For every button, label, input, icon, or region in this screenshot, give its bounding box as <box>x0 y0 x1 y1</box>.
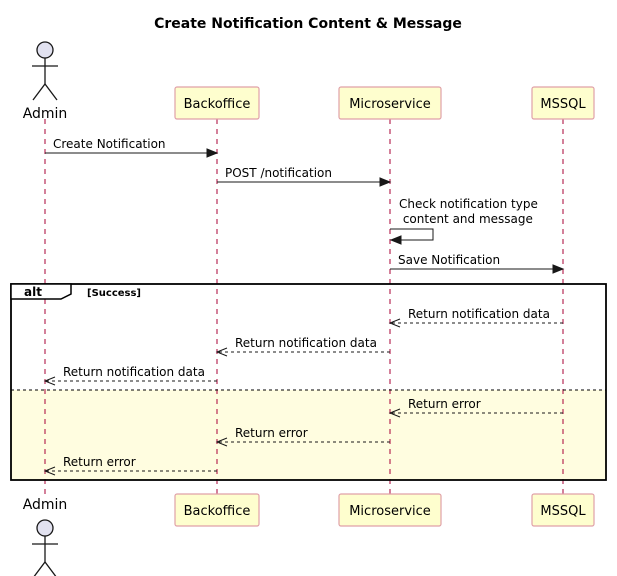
message-label: Return error <box>235 426 308 440</box>
message-label: Return error <box>408 397 481 411</box>
actor-legs <box>32 82 58 101</box>
arrowhead-icon <box>388 408 401 418</box>
else-section-fill <box>11 390 606 480</box>
participant-mssql-bottom: MSSQL <box>531 493 595 527</box>
participant-label: MSSQL <box>540 97 586 112</box>
message: Check notification type content and mess… <box>389 197 538 245</box>
message-label: content and message <box>399 212 533 226</box>
message-label: Check notification type <box>399 197 538 211</box>
alt-frame: alt [Success] <box>10 283 607 481</box>
participant-box <box>531 86 595 120</box>
participant-label: Backoffice <box>184 97 251 112</box>
alt-frame-border <box>10 283 607 481</box>
arrowhead-icon <box>388 318 401 328</box>
participant-microservice-bottom: Microservice <box>338 493 442 527</box>
participant-box <box>338 86 442 120</box>
actor-label: Admin <box>23 497 68 513</box>
actor-label: Admin <box>23 106 68 122</box>
participant-mssql-top: MSSQL <box>531 86 595 120</box>
message: Save Notification <box>390 253 565 274</box>
diagram-title: Create Notification Content & Message <box>154 16 462 32</box>
participant-box <box>338 493 442 527</box>
message: Return error <box>215 426 390 447</box>
actor-head-icon <box>36 519 54 537</box>
alt-label: alt <box>24 285 42 299</box>
actor-admin-top: Admin <box>23 41 68 122</box>
message: Return notification data <box>215 336 390 357</box>
actor-admin-bottom: Admin <box>23 497 68 576</box>
message: Return error <box>388 397 563 418</box>
participant-box <box>174 493 260 527</box>
message-label: Return notification data <box>235 336 377 350</box>
arrowhead-icon <box>389 235 402 245</box>
alt-frame-tab <box>10 283 72 300</box>
message-label: Save Notification <box>398 253 500 267</box>
message-label: POST /notification <box>225 166 332 180</box>
message: POST /notification <box>217 166 392 187</box>
self-message-line <box>390 228 434 241</box>
participant-microservice-top: Microservice <box>338 86 442 120</box>
message: Return notification data <box>388 307 563 328</box>
participant-backoffice-bottom: Backoffice <box>174 493 260 527</box>
message-label: Return notification data <box>408 307 550 321</box>
participant-label: MSSQL <box>540 504 586 519</box>
message: Return notification data <box>43 365 217 386</box>
message-label: Return notification data <box>63 365 205 379</box>
actor-head-icon <box>36 41 54 59</box>
message-label: Return error <box>63 455 136 469</box>
arrowhead-icon <box>215 437 228 447</box>
arrowhead-icon <box>43 376 56 386</box>
participants: AdminAdminBackofficeBackofficeMicroservi… <box>23 41 595 576</box>
actor-legs <box>33 560 57 576</box>
alt-guard: [Success] <box>87 288 141 299</box>
participant-box <box>531 493 595 527</box>
participant-backoffice-top: Backoffice <box>174 86 260 120</box>
message-label: Create Notification <box>53 137 166 151</box>
participant-label: Microservice <box>349 97 431 112</box>
arrowhead-icon <box>43 466 56 476</box>
arrowhead-icon <box>215 347 228 357</box>
message: Return error <box>43 455 217 476</box>
else-section-background <box>11 390 606 480</box>
arrowhead-icon <box>552 264 565 274</box>
participant-box <box>174 86 260 120</box>
participant-label: Backoffice <box>184 504 251 519</box>
arrowhead-icon <box>206 148 219 158</box>
message: Create Notification <box>45 137 219 158</box>
participant-label: Microservice <box>349 504 431 519</box>
arrowhead-icon <box>379 177 392 187</box>
